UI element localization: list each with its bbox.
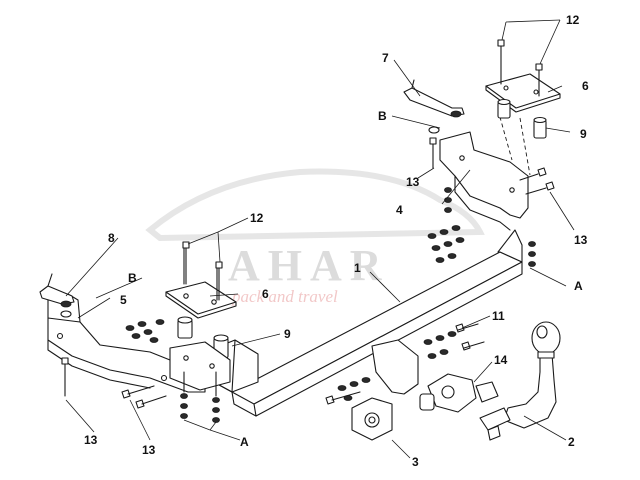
callout-labels: 1 2 3 4 5 6 6 7 8 9 9 11 12 12 13 13 13 … [84,13,589,469]
right-spacer-tube [497,98,547,139]
callout-5: 5 [120,293,127,307]
socket-bracket [325,339,419,441]
mount-bolts [423,323,485,359]
callout-B-right: B [378,109,387,123]
left-mounting-plate [165,281,237,319]
watermark-brand: AHAR [228,241,390,290]
callout-12-left: 12 [250,211,264,225]
callout-B-left: B [128,271,137,285]
callout-13-upper: 13 [406,175,420,189]
left-side-member [47,293,206,393]
right-fasteners [427,167,555,267]
left-top-bracket [39,273,75,318]
watermark: AHAR pack and travel [145,168,485,306]
callout-9-left: 9 [284,327,291,341]
leader-lines [65,19,575,459]
callout-2: 2 [568,435,575,449]
right-mounting-plate [485,73,561,113]
watermark-car-silhouette [145,168,485,242]
callout-6-right: 6 [582,79,589,93]
callout-13-left: 13 [142,443,156,457]
callout-A-left: A [240,435,249,449]
callout-7: 7 [382,51,389,65]
callout-8: 8 [108,231,115,245]
watermark-subtitle: pack and travel [231,287,338,306]
callout-11: 11 [492,309,505,323]
callout-A-right: A [574,279,583,293]
callout-13-far-left: 13 [84,433,98,447]
lock-adapter [419,373,499,413]
left-spacer-tube [177,316,229,359]
right-side-member [439,109,531,231]
callout-4: 4 [396,203,403,217]
callout-12-right: 12 [566,13,580,27]
callout-3: 3 [412,455,419,469]
callout-6-left: 6 [262,287,269,301]
callout-14: 14 [494,353,508,367]
callout-1: 1 [354,261,361,275]
left-fasteners [61,319,220,423]
callout-9-right: 9 [580,127,587,141]
right-long-bolts [497,39,543,97]
callout-13-right: 13 [574,233,588,247]
left-lower-bracket [169,341,231,391]
tow-ball-neck [479,321,561,441]
